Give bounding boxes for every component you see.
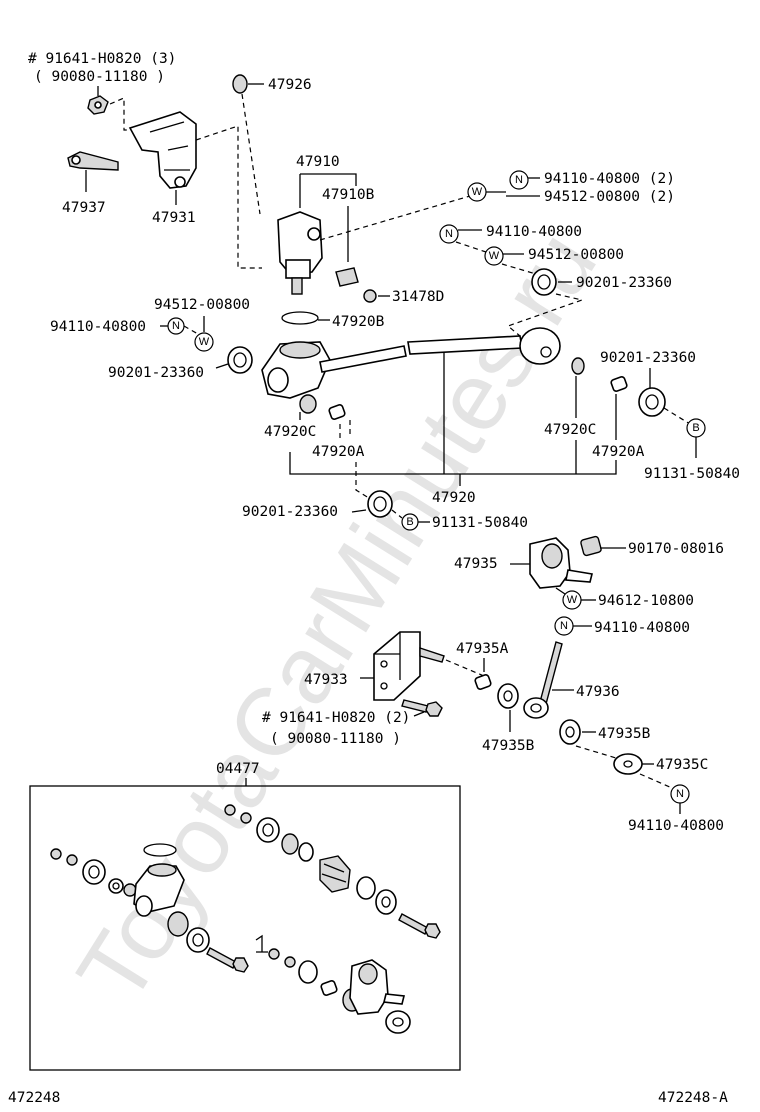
- callout-bushing-47935a: 47935A: [456, 641, 509, 657]
- svg-text:N: N: [172, 320, 180, 332]
- figure-code-left: 472248: [8, 1090, 60, 1106]
- washer-w-mid-symbol: W: [484, 246, 504, 266]
- washer-w-2-symbol: W: [467, 182, 487, 202]
- callout-washer-w-2: 94512-00800 (2): [544, 189, 675, 205]
- callout-rod-47936: 47936: [576, 684, 620, 700]
- bushing-47935a-icon: [474, 674, 492, 690]
- callout-lever-47935: 47935: [454, 556, 498, 572]
- bushing-47920a-l-icon: [328, 404, 346, 420]
- figure-code-right: 472248-A: [658, 1090, 728, 1106]
- callout-gasket-mid: 90201-23360: [576, 275, 672, 291]
- washer-94612-symbol: W: [562, 590, 582, 610]
- svg-text:B: B: [692, 422, 699, 434]
- nut-n-lever-symbol: N: [554, 616, 574, 636]
- washer-left-symbol: W: [194, 332, 214, 352]
- callout-bracket-47931: 47931: [152, 210, 196, 226]
- callout-gasket-right: 90201-23360: [600, 350, 696, 366]
- callout-washer-47935c: 47935C: [656, 757, 708, 773]
- gasket-mid-icon: [531, 268, 557, 296]
- callout-nut-n-mid: 94110-40800: [486, 224, 582, 240]
- bolt-91641-mid-icon: [401, 699, 443, 717]
- callout-bushing-47935b-l: 47935B: [482, 738, 535, 754]
- callout-bushing-47920a-r: 47920A: [592, 444, 645, 460]
- kit-04477-box: [29, 785, 461, 1071]
- callout-valve-47910: 47910: [296, 154, 340, 170]
- svg-text:B: B: [406, 516, 413, 528]
- callout-gasket-lower: 90201-23360: [242, 504, 338, 520]
- cap-47926-icon: [232, 74, 248, 94]
- callout-washer-left: 94512-00800: [154, 297, 250, 313]
- gasket-right-icon: [638, 387, 666, 417]
- kit-04477-parts-icon: [50, 804, 441, 1034]
- callout-nut-n-bottom: 94110-40800: [628, 818, 724, 834]
- callout-nut-90170: 90170-08016: [628, 541, 724, 557]
- bushing-47935b-l-icon: [497, 683, 519, 709]
- oring-47920b-icon: [281, 311, 319, 325]
- callout-washer-w-mid: 94512-00800: [528, 247, 624, 263]
- svg-text:N: N: [560, 620, 568, 632]
- valve-47910-icon: [277, 211, 323, 295]
- bracket-47937-icon: [67, 151, 119, 171]
- callout-gasket-left: 90201-23360: [108, 365, 204, 381]
- callout-nut-left: 94110-40800: [50, 319, 146, 335]
- callout-nut-n-lever: 94110-40800: [594, 620, 690, 636]
- svg-text:N: N: [676, 788, 684, 800]
- callout-valve-47910b: 47910B: [322, 187, 375, 203]
- nut-n-mid-symbol: N: [439, 224, 459, 244]
- callout-washer-94612: 94612-10800: [598, 593, 694, 609]
- svg-text:W: W: [472, 186, 483, 198]
- callout-kit-04477: 04477: [216, 761, 260, 777]
- pipe-assembly-47920-icon: [261, 327, 561, 399]
- callout-collar-47920c-l: 47920C: [264, 424, 316, 440]
- callout-bolt-b-right: 91131-50840: [644, 466, 740, 482]
- callout-bolt-top-alt: ( 90080-11180 ): [34, 69, 165, 85]
- collar-47920c-l-icon: [299, 394, 317, 414]
- bracket-47931-icon: [128, 111, 197, 189]
- callout-bolt-top: # 91641-H0820 (3): [28, 51, 176, 67]
- bracket-47933-icon: [373, 631, 445, 701]
- nut-90170-icon: [580, 535, 602, 557]
- bushing-47935b-r-icon: [559, 719, 581, 745]
- gasket-left-icon: [227, 346, 253, 374]
- callout-bushing-47920a-l: 47920A: [312, 444, 365, 460]
- svg-text:W: W: [489, 250, 500, 262]
- callout-bracket-47933: 47933: [304, 672, 348, 688]
- collar-47920c-r-icon: [571, 357, 585, 375]
- callout-collar-47920c-r: 47920C: [544, 422, 596, 438]
- svg-text:W: W: [199, 336, 210, 348]
- callout-bracket-47937: 47937: [62, 200, 106, 216]
- svg-text:W: W: [567, 594, 578, 606]
- nut-n-2-symbol: N: [509, 170, 529, 190]
- gasket-lower-icon: [367, 490, 393, 518]
- callout-assembly-47920: 47920: [432, 490, 476, 506]
- callout-cap-47926: 47926: [268, 77, 312, 93]
- callout-bolt-b-lower: 91131-50840: [432, 515, 528, 531]
- bolt-b-lower-symbol: B: [401, 513, 419, 531]
- bushing-47920a-r-icon: [610, 376, 628, 392]
- callout-bolt-mid-alt: ( 90080-11180 ): [270, 731, 401, 747]
- lever-47935-icon: [529, 537, 593, 589]
- bolt-91641-top-icon: [87, 95, 109, 115]
- callout-nut-n-2: 94110-40800 (2): [544, 171, 675, 187]
- callout-bolt-mid: # 91641-H0820 (2): [262, 710, 410, 726]
- svg-text:N: N: [515, 174, 523, 186]
- nut-left-symbol: N: [167, 317, 185, 335]
- fitting-31478d-icon: [363, 289, 377, 303]
- fitting-47910b-icon: [335, 267, 359, 287]
- svg-text:N: N: [445, 228, 453, 240]
- bolt-b-right-symbol: B: [686, 418, 706, 438]
- callout-bushing-47935b-r: 47935B: [598, 726, 651, 742]
- rod-47936-icon: [523, 641, 563, 719]
- nut-n-bottom-symbol: N: [670, 784, 690, 804]
- callout-fitting-31478d: 31478D: [392, 289, 444, 305]
- callout-oring-47920b: 47920B: [332, 314, 385, 330]
- washer-47935c-icon: [613, 753, 643, 775]
